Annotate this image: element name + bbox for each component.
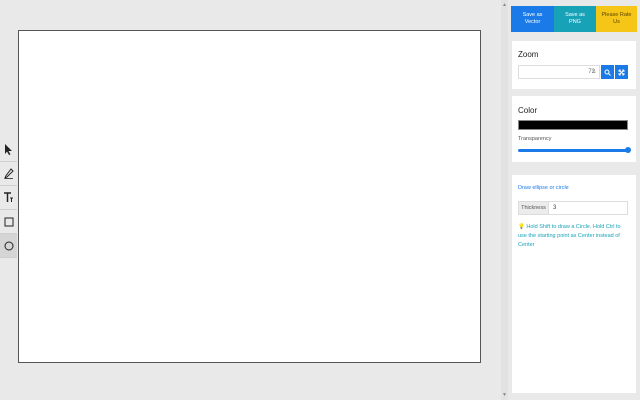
vertical-scrollbar[interactable]: ▲ ▼ [501,0,508,400]
zoom-fit-button[interactable] [615,65,628,79]
tool-hint: 💡 Hold Shift to draw a Circle. Hold Ctrl… [518,223,630,250]
rate-us-button[interactable]: Please Rate Us [596,6,637,32]
rate-us-label-1: Please Rate [601,12,632,18]
transparency-slider-handle[interactable] [625,147,631,153]
rectangle-icon [4,217,13,226]
ellipse-icon [4,241,13,250]
color-title: Color [518,106,538,115]
save-vector-label-1: Save as [522,12,543,18]
tool-options-card: Draw ellipse or circle Thickness 3 💡 Hol… [512,175,636,393]
save-png-label-1: Save as [565,12,585,18]
action-buttons: Save as Vector Save as PNG Please Rate U… [511,6,637,32]
rate-us-label-2: Us [613,19,620,25]
tool-options-title: Draw ellipse or circle [518,185,569,191]
text-tool[interactable] [0,186,17,210]
pointer-icon [5,144,12,155]
thickness-input[interactable]: 3 [553,205,557,211]
pencil-tool[interactable] [0,162,17,186]
lightbulb-icon: 💡 [518,224,525,230]
text-icon [4,192,13,202]
zoom-apply-button[interactable] [601,65,614,79]
zoom-title: Zoom [518,50,539,59]
zoom-input[interactable]: 72 [518,65,600,79]
scroll-up-icon[interactable]: ▲ [502,2,507,8]
transparency-slider[interactable] [518,149,628,152]
select-tool[interactable] [0,138,17,162]
thickness-label: Thickness [519,202,549,214]
tool-strip [0,138,17,258]
save-vector-label-2: Vector [524,19,541,25]
color-card: Color Transparency [512,96,636,162]
scroll-down-icon[interactable]: ▼ [502,392,507,398]
side-panel: Save as Vector Save as PNG Please Rate U… [508,0,640,400]
tool-hint-text: Hold Shift to draw a Circle. Hold Ctrl t… [518,224,621,248]
thickness-group: Thickness 3 [518,201,628,215]
expand-icon [618,69,625,75]
save-vector-button[interactable]: Save as Vector [511,6,554,32]
rectangle-tool[interactable] [0,210,17,234]
pencil-icon [3,168,14,179]
zoom-stepper-icon[interactable]: ⇅ [592,69,597,75]
search-icon [604,69,611,76]
save-png-button[interactable]: Save as PNG [554,6,596,32]
color-picker[interactable] [518,120,628,130]
drawing-canvas[interactable] [18,30,481,363]
save-png-label-2: PNG [569,19,581,25]
transparency-label: Transparency [518,136,552,142]
zoom-card: Zoom 72 ⇅ [512,41,636,89]
ellipse-tool[interactable] [0,234,17,258]
